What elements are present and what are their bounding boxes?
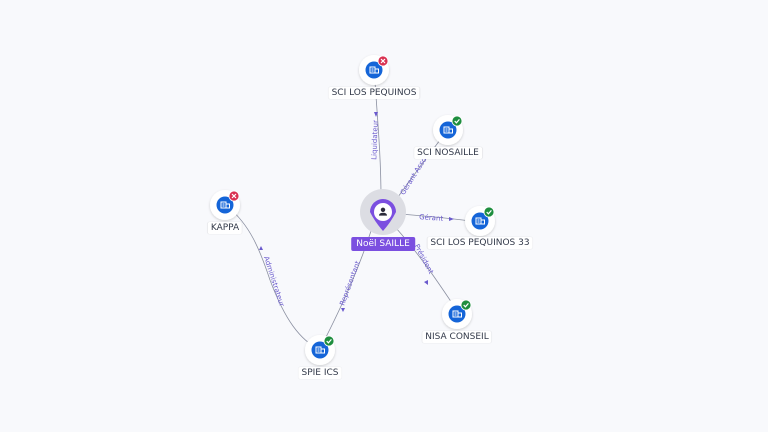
node-spie-ics[interactable]	[305, 335, 335, 365]
node-sci-nosaille[interactable]	[433, 115, 463, 145]
company-label-kappa[interactable]: KAPPA	[207, 222, 243, 234]
edge-label-kappa: Administrateur	[262, 255, 286, 307]
edge-label-sci-los-pequinos: Liquidateur	[370, 120, 379, 160]
check-icon	[460, 299, 472, 311]
edge-label-sci-los-pequinos-33: Gérant	[419, 213, 444, 223]
company-label-sci-los-pequinos[interactable]: SCI LOS PEQUINOS	[328, 87, 420, 99]
person-label[interactable]: Noël SAILLE	[351, 237, 415, 251]
node-nisa-conseil[interactable]	[442, 299, 472, 329]
check-icon	[451, 115, 463, 127]
company-label-sci-los-pequinos-33[interactable]: SCI LOS PEQUINOS 33	[427, 237, 533, 249]
building-icon	[452, 310, 462, 318]
arrow-nisa-conseil	[424, 280, 428, 285]
check-icon	[323, 335, 335, 347]
company-label-nisa-conseil[interactable]: NISA CONSEIL	[422, 331, 492, 343]
node-center-person[interactable]	[360, 189, 406, 235]
cross-icon	[228, 190, 240, 202]
edge-arrows	[259, 112, 454, 312]
company-nodes	[210, 55, 495, 365]
node-sci-los-pequinos[interactable]	[359, 55, 389, 85]
check-icon	[483, 206, 495, 218]
arrow-sci-los-pequinos	[374, 112, 378, 117]
arrow-spie-ics	[341, 308, 345, 312]
edge-label-spie-ics: Représentant	[338, 260, 362, 307]
arrow-sci-los-pequinos-33	[449, 217, 454, 221]
building-icon	[369, 66, 379, 74]
edge-kappa	[227, 206, 321, 351]
building-icon	[315, 346, 325, 354]
company-label-spie-ics[interactable]: SPIE ICS	[298, 367, 342, 379]
node-kappa[interactable]	[210, 190, 240, 220]
building-icon	[220, 201, 230, 209]
node-sci-los-pequinos-33[interactable]	[465, 206, 495, 236]
building-icon	[475, 217, 485, 225]
person-icon	[379, 207, 387, 216]
building-icon	[443, 126, 453, 134]
company-label-sci-nosaille[interactable]: SCI NOSAILLE	[414, 147, 482, 159]
arrow-kappa	[259, 246, 263, 250]
cross-icon	[377, 55, 389, 67]
